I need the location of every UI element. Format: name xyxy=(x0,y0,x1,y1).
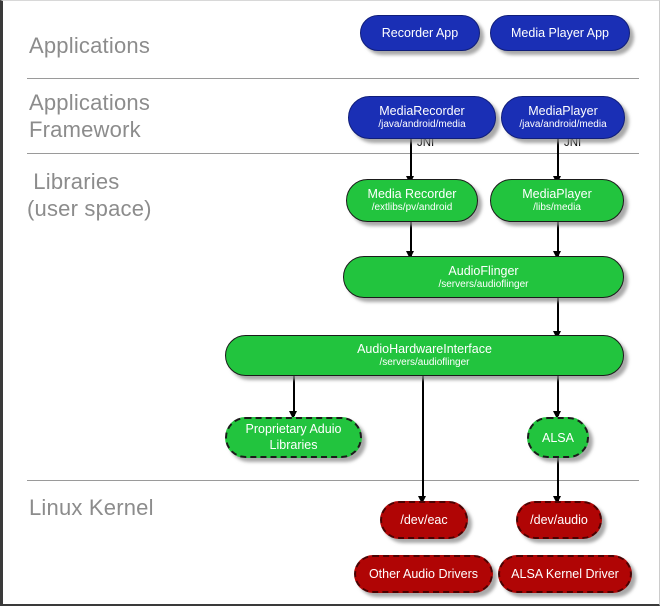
edge-ahi-deveac-arrow xyxy=(418,496,426,504)
edge-ahi-proprietary-line xyxy=(293,376,295,416)
node-dev-eac-title: /dev/eac xyxy=(400,513,448,527)
node-media-player-app[interactable]: Media Player App xyxy=(490,15,630,51)
node-recorder-app-title: Recorder App xyxy=(381,26,459,40)
edge-label-jni-right: JNI xyxy=(564,137,582,149)
node-media-recorder-library-title: Media Recorder xyxy=(367,187,457,202)
node-mediaplayer-library[interactable]: MediaPlayer /libs/media xyxy=(490,179,624,222)
node-media-recorder-library-path: /extlibs/pv/android xyxy=(371,202,453,214)
node-audiohardwareinterface-title: AudioHardwareInterface xyxy=(357,342,492,357)
edge-mediaplayerlib-audioflinger-arrow xyxy=(553,251,561,259)
edge-mediaplayer-jni-line xyxy=(557,139,559,183)
edge-mediarecorder-jni-line xyxy=(410,139,412,183)
divider-applications xyxy=(27,78,639,79)
node-other-audio-drivers[interactable]: Other Audio Drivers xyxy=(354,555,493,593)
node-proprietary-audio-libraries[interactable]: Proprietary Aduio Libraries xyxy=(225,417,362,458)
node-recorder-app[interactable]: Recorder App xyxy=(360,15,480,51)
layer-label-linux-kernel: Linux Kernel xyxy=(29,495,154,520)
edge-ahi-alsa-arrow xyxy=(553,411,561,419)
divider-libraries xyxy=(27,480,639,481)
edge-mediarecorderlib-audioflinger-line xyxy=(410,222,412,256)
node-other-audio-drivers-title: Other Audio Drivers xyxy=(368,567,479,581)
layer-label-applications-framework: Applications Framework xyxy=(29,90,151,142)
edge-ahi-deveac-line xyxy=(422,376,424,500)
edge-ahi-proprietary-arrow xyxy=(289,411,297,419)
edge-label-jni-left: JNI xyxy=(417,137,435,149)
node-alsa-kernel-driver-title: ALSA Kernel Driver xyxy=(511,567,619,581)
node-audiohardwareinterface-path: /servers/audioflinger xyxy=(379,357,470,369)
layer-label-libraries: Libraries (user space) xyxy=(27,169,152,221)
node-mediaplayer-library-path: /libs/media xyxy=(533,202,581,214)
node-mediarecorder-framework[interactable]: MediaRecorder /java/android/media xyxy=(348,96,496,139)
node-alsa-title: ALSA xyxy=(542,430,574,445)
node-alsa-kernel-driver[interactable]: ALSA Kernel Driver xyxy=(498,555,632,593)
node-proprietary-audio-libraries-title: Proprietary Aduio xyxy=(245,421,342,436)
layer-label-applications: Applications xyxy=(29,33,151,58)
edge-alsa-devaudio-arrow xyxy=(553,496,561,504)
node-proprietary-audio-libraries-subtitle: Libraries xyxy=(269,437,318,452)
divider-applications-framework xyxy=(27,153,639,154)
node-media-player-app-title: Media Player App xyxy=(511,26,609,40)
node-dev-eac[interactable]: /dev/eac xyxy=(380,501,468,539)
node-audiohardwareinterface[interactable]: AudioHardwareInterface /servers/audiofli… xyxy=(225,335,624,376)
edge-mediarecorderlib-audioflinger-arrow xyxy=(406,251,414,259)
node-dev-audio-title: /dev/audio xyxy=(530,513,588,527)
edge-alsa-devaudio-line xyxy=(557,457,559,501)
node-audioflinger[interactable]: AudioFlinger /servers/audioflinger xyxy=(343,256,624,298)
node-mediaplayer-framework-path: /java/android/media xyxy=(519,119,607,131)
edge-audioflinger-ahi-line xyxy=(557,298,559,336)
node-dev-audio[interactable]: /dev/audio xyxy=(516,501,602,539)
node-audioflinger-path: /servers/audioflinger xyxy=(438,278,529,290)
node-mediarecorder-framework-title: MediaRecorder xyxy=(379,104,465,119)
node-mediaplayer-framework-title: MediaPlayer xyxy=(528,104,598,119)
node-media-recorder-library[interactable]: Media Recorder /extlibs/pv/android xyxy=(346,179,478,222)
edge-ahi-alsa-line xyxy=(557,376,559,416)
node-alsa[interactable]: ALSA xyxy=(527,417,589,458)
node-audioflinger-title: AudioFlinger xyxy=(448,263,519,278)
edge-mediaplayerlib-audioflinger-line xyxy=(557,222,559,256)
node-mediaplayer-library-title: MediaPlayer xyxy=(522,187,592,202)
node-mediaplayer-framework[interactable]: MediaPlayer /java/android/media xyxy=(501,96,625,139)
node-mediarecorder-framework-path: /java/android/media xyxy=(378,119,466,131)
